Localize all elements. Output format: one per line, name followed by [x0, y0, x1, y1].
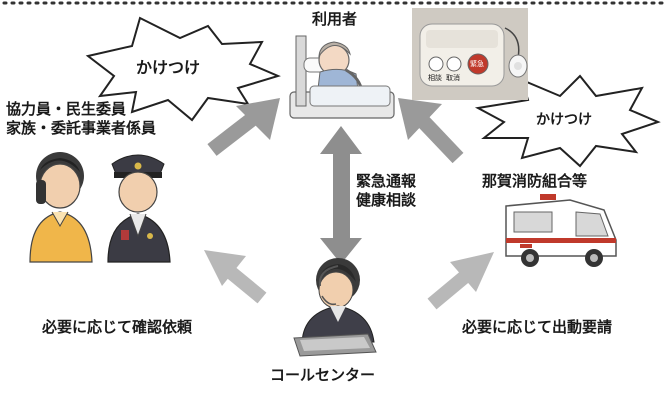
officer-illustration — [107, 154, 171, 263]
dispatch-request-label: 必要に応じて出動要請 — [462, 318, 613, 336]
emergency-consult-label: 緊急通報 健康相談 — [356, 172, 416, 210]
device-button-cancel: 取消 — [446, 74, 460, 82]
man-on-phone-illustration — [29, 152, 93, 263]
cooperators-label: 協力員・民生委員 家族・委託事業者係員 — [6, 100, 156, 138]
device-button-emergency: 緊急 — [470, 60, 484, 68]
device-button-consult: 相談 — [428, 74, 442, 82]
arrow-dispatch — [427, 252, 494, 310]
arrow-rush-right — [398, 98, 464, 164]
ambulance-illustration — [505, 194, 617, 267]
confirm-request-label: 必要に応じて確認依頼 — [42, 318, 193, 336]
call-center-operator-illustration — [293, 258, 377, 357]
arrow-rush-left — [207, 98, 280, 156]
cooperators-line-1: 協力員・民生委員 — [6, 100, 127, 118]
arrow-confirm — [204, 250, 267, 304]
burst-left — [85, 16, 281, 122]
call-center-label: コールセンター — [270, 366, 376, 384]
fire-department-label: 那賀消防組合等 — [482, 172, 588, 190]
user-in-bed-illustration — [289, 35, 395, 119]
user-label: 利用者 — [312, 10, 358, 28]
arrow-emergency-double — [320, 126, 362, 264]
emergency-line-2: 健康相談 — [356, 190, 417, 209]
rush-label-right: かけつけ — [536, 112, 592, 128]
emergency-line-1: 緊急通報 — [356, 172, 417, 190]
alarm-device-photo — [412, 8, 528, 100]
burst-right — [474, 74, 661, 168]
rush-label-left: かけつけ — [136, 58, 201, 77]
cooperators-line-2: 家族・委託事業者係員 — [6, 118, 157, 137]
